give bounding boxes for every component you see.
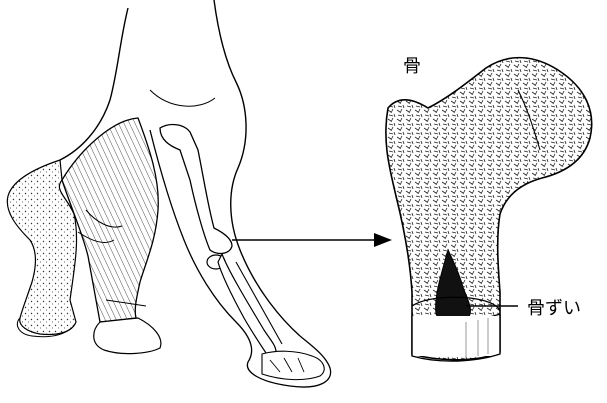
hip-curve — [150, 90, 215, 106]
bone-marrow-label: 骨ずい — [527, 300, 581, 318]
femur-bone — [160, 125, 232, 254]
foot-bones — [262, 351, 324, 379]
bone-label: 骨 — [403, 58, 421, 76]
tibia-bone — [218, 254, 276, 356]
pointer-arrow — [232, 233, 392, 247]
